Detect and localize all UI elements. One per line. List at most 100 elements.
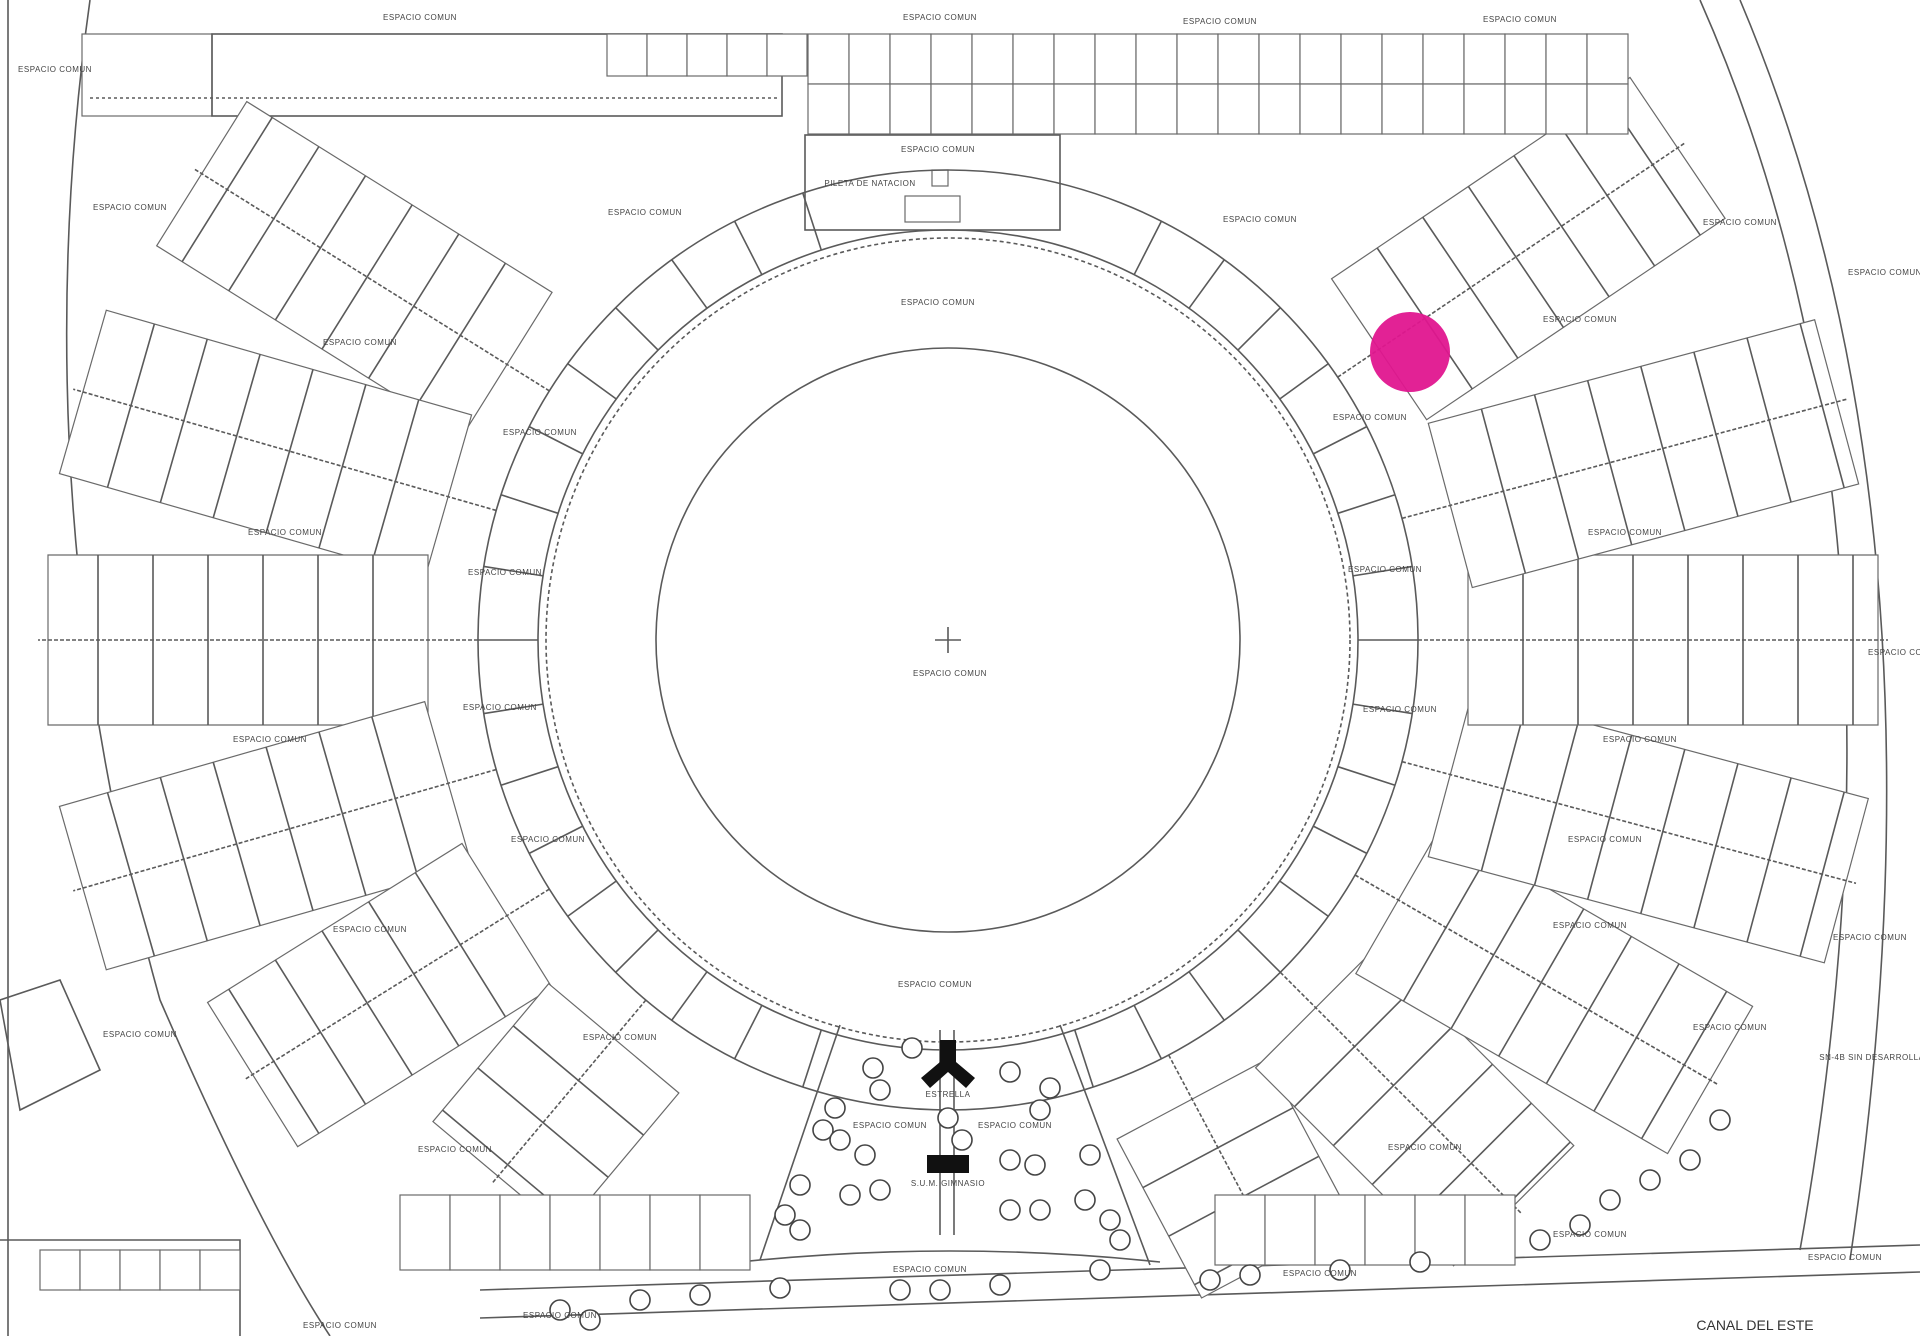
tree-icon (854, 1144, 876, 1166)
lot (1012, 83, 1055, 135)
lot-divider (1332, 1024, 1455, 1147)
lot (1463, 83, 1506, 135)
lot-divider (1693, 763, 1739, 929)
lot-divider (274, 175, 367, 321)
label-star: ESTRELLA (926, 1090, 971, 1099)
trees-layer (549, 1037, 1731, 1331)
lot (1176, 83, 1219, 135)
lot (159, 1249, 201, 1291)
tree-icon (829, 1129, 851, 1151)
lot-divider (1073, 1029, 1094, 1088)
lot-divider (671, 971, 708, 1021)
lot (766, 33, 808, 77)
lot (79, 1249, 121, 1291)
tree-icon (789, 1174, 811, 1196)
label-common-area: ESPACIO COMUN (1183, 17, 1257, 26)
tree-icon (1029, 1199, 1051, 1221)
tree-icon (1029, 1099, 1051, 1121)
lot (1381, 83, 1424, 135)
label-common-area: ESPACIO COMUN (1868, 648, 1920, 657)
label-common-area: ESPACIO COMUN (323, 338, 397, 347)
location-marker[interactable] (1370, 312, 1450, 392)
label-common-area: ESPACIO COMUN (383, 13, 457, 22)
lot (1135, 83, 1178, 135)
lot (848, 33, 891, 85)
label-common-area: ESPACIO COMUN (1363, 705, 1437, 714)
lot-divider (1558, 124, 1656, 267)
lot (649, 1194, 701, 1271)
tree-icon (989, 1274, 1011, 1296)
tree-icon (1109, 1229, 1131, 1251)
club-building (927, 1155, 969, 1173)
label-common-area: ESPACIO COMUN (1333, 413, 1407, 422)
lot-divider (615, 929, 659, 973)
lot (1314, 1194, 1366, 1266)
tree-icon (1709, 1109, 1731, 1131)
label-common-area: ESPACIO COMUN (468, 568, 542, 577)
tree-icon (951, 1129, 973, 1151)
label-common-area: ESPACIO COMUN (1553, 1230, 1627, 1239)
label-common-area: ESPACIO COMUN (1483, 15, 1557, 24)
lot-divider (1799, 323, 1845, 489)
tree-icon (1039, 1077, 1061, 1099)
label-club: S.U.M. GIMNASIO (911, 1179, 985, 1188)
tree-icon (1199, 1269, 1221, 1291)
lot-divider (500, 494, 559, 515)
label-common-area: ESPACIO COMUN (1703, 218, 1777, 227)
lot (449, 1194, 501, 1271)
label-canal: CANAL DEL ESTE (1696, 1317, 1813, 1333)
lot (1214, 1194, 1266, 1266)
label-common-area: ESPACIO COMUN (1223, 215, 1297, 224)
tree-icon (1079, 1144, 1101, 1166)
lot (1364, 1194, 1416, 1266)
lot (699, 1194, 751, 1271)
label-common-area: ESPACIO COMUN (1833, 933, 1907, 942)
lot (1264, 1194, 1316, 1266)
tree-icon (1089, 1259, 1111, 1281)
lot-divider (1371, 1063, 1494, 1186)
label-common-area: ESPACIO COMUN (853, 1121, 927, 1130)
lot-divider (1312, 425, 1368, 455)
tree-icon (869, 1079, 891, 1101)
lot-divider (228, 988, 320, 1134)
block-centerline (73, 388, 497, 512)
lot-divider (318, 384, 367, 549)
lot-divider (1586, 734, 1633, 900)
lot-divider (567, 880, 617, 917)
lot (686, 33, 728, 77)
lot (1504, 83, 1547, 135)
lot (1464, 1194, 1516, 1266)
label-common-area: ESPACIO COMUN (1283, 1269, 1357, 1278)
lot (1012, 33, 1055, 85)
lot-divider (1188, 971, 1225, 1021)
tree-icon (774, 1204, 796, 1226)
lot-divider (159, 777, 208, 942)
lot-divider (1237, 929, 1281, 973)
lot-divider (414, 262, 507, 408)
lot-divider (212, 762, 261, 926)
tree-icon (869, 1179, 891, 1201)
lot (499, 1194, 551, 1271)
lot-divider (1337, 494, 1396, 515)
tree-icon (929, 1279, 951, 1301)
lot-divider (265, 369, 314, 534)
lot (1217, 33, 1260, 85)
lot-divider (159, 338, 208, 503)
lot-divider (802, 1029, 823, 1088)
lot (971, 83, 1014, 135)
lot (1176, 33, 1219, 85)
lot-divider (477, 1067, 609, 1178)
label-common-area: ESPACIO COMUN (1348, 565, 1422, 574)
lot-divider (274, 959, 367, 1105)
lot (1422, 83, 1465, 135)
lot-divider (1480, 706, 1527, 872)
tree-icon (862, 1057, 884, 1079)
label-common-area: ESPACIO COMUN (463, 703, 537, 712)
lot (549, 1194, 601, 1271)
lot (807, 83, 850, 135)
lot (1463, 33, 1506, 85)
label-common-area: ESPACIO COMUN (1588, 528, 1662, 537)
lot (1422, 33, 1465, 85)
lot (1258, 83, 1301, 135)
